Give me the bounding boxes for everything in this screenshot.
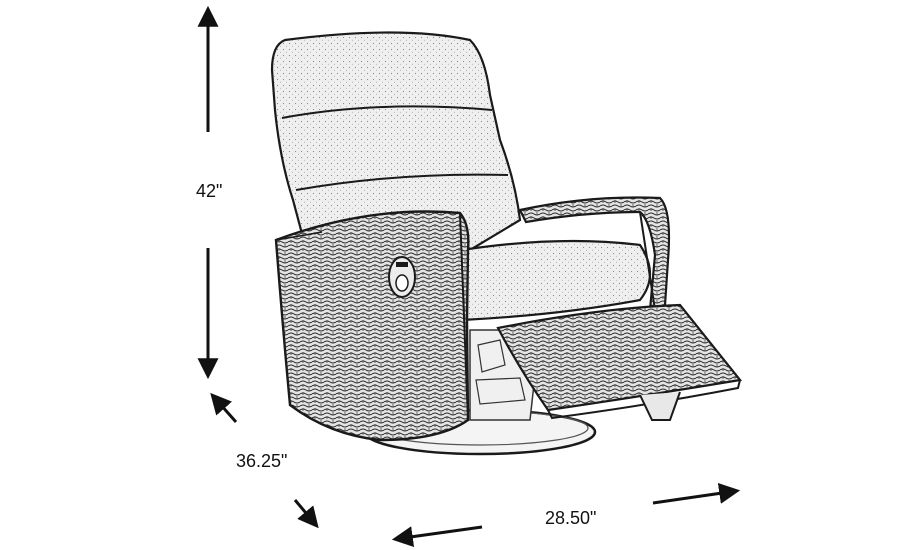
height-dimension-label: 42" xyxy=(196,181,223,201)
width-dimension-label: 28.50" xyxy=(545,508,597,528)
depth-arrow xyxy=(210,392,319,529)
recline-control xyxy=(388,256,416,298)
depth-dimension-label: 36.25" xyxy=(236,451,288,471)
left-arm xyxy=(274,210,470,442)
width-arrow xyxy=(391,483,741,548)
footrest xyxy=(496,303,743,421)
back-cushion xyxy=(270,31,522,252)
